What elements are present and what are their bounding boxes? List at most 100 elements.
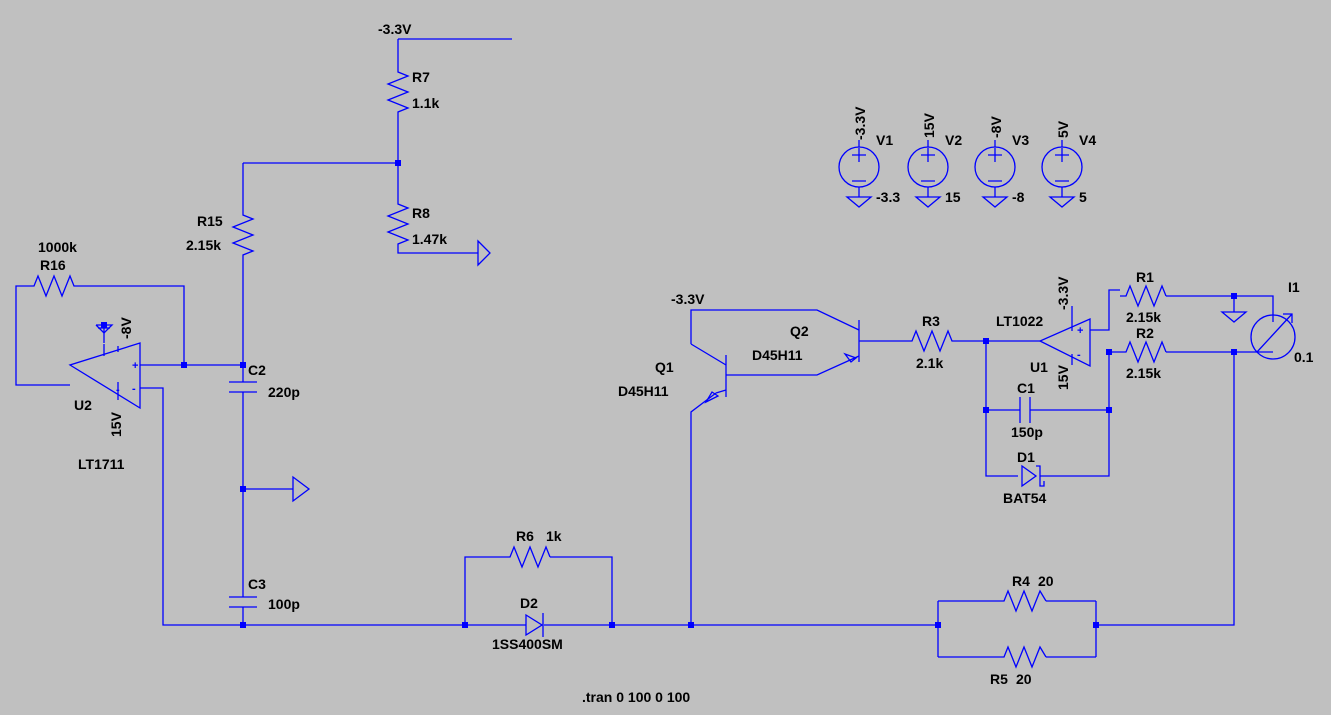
q2-value: D45H11 (752, 347, 803, 363)
c1-value: 150p (1011, 424, 1043, 440)
v4-net: 5V (1055, 120, 1071, 138)
r16-value: 1000k (38, 239, 77, 255)
u2-name: U2 (74, 397, 92, 413)
r6-name: R6 (516, 528, 534, 544)
r15-value: 2.15k (186, 237, 221, 253)
v1-name: V1 (876, 132, 893, 148)
c2-name: C2 (248, 362, 266, 378)
v2-value: 15 (945, 189, 961, 205)
r7-value: 1.1k (412, 95, 439, 111)
r2-value: 2.15k (1126, 365, 1161, 381)
labels: -3.3V R7 1.1k R8 1.47k R15 2.15k 1000k R… (38, 21, 1314, 705)
r8-resistor[interactable] (386, 198, 410, 246)
q1-name: Q1 (655, 359, 674, 375)
d1-diode[interactable] (1021, 464, 1045, 488)
ground-icons (292, 196, 1248, 503)
u2-comparator[interactable] (68, 324, 141, 410)
v3-value: -8 (1012, 189, 1025, 205)
d1-name: D1 (1017, 449, 1035, 465)
q1-value: D45H11 (618, 383, 669, 399)
c2-value: 220p (268, 384, 300, 400)
c3-name: C3 (248, 576, 266, 592)
r3-value: 2.1k (916, 355, 943, 371)
ground-icon (981, 196, 1009, 208)
ground-icon (292, 475, 311, 503)
r7-resistor[interactable] (386, 66, 410, 114)
u1-net-vcc: 15V (1055, 364, 1071, 390)
u2-minus-pin: - (132, 383, 136, 395)
ground-icon (845, 196, 873, 208)
r6-value: 1k (546, 528, 562, 544)
net-label-vee-q: -3.3V (671, 291, 705, 307)
u1-name: U1 (1030, 359, 1048, 375)
v3-name: V3 (1012, 132, 1029, 148)
q2-transistor[interactable] (843, 320, 860, 363)
u2-net-v8: -8V (118, 317, 134, 339)
r4-value: 20 (1038, 573, 1054, 589)
u2-net-vcc: 15V (108, 411, 124, 437)
v4-value: 5 (1079, 189, 1087, 205)
v2-source[interactable] (907, 140, 949, 197)
d2-diode[interactable] (525, 613, 544, 637)
v2-name: V2 (945, 132, 962, 148)
v4-source[interactable] (1041, 140, 1083, 197)
i1-value: 0.1 (1294, 349, 1314, 365)
r5-name: R5 (990, 671, 1008, 687)
c2-capacitor[interactable] (229, 381, 257, 393)
ground-icon (1220, 311, 1248, 323)
spice-directive: .tran 0 100 0 100 (582, 689, 690, 705)
v1-value: -3.3 (876, 189, 900, 205)
c1-capacitor[interactable] (1019, 397, 1031, 423)
d2-name: D2 (520, 595, 538, 611)
r1-resistor[interactable] (1120, 284, 1167, 308)
r16-resistor[interactable] (28, 274, 76, 298)
i1-name: I1 (1288, 279, 1300, 295)
v3-source[interactable] (974, 140, 1016, 197)
r4-resistor[interactable] (998, 589, 1047, 613)
v2-net: 15V (921, 112, 937, 138)
ground-icon (1048, 196, 1076, 208)
i1-current-source[interactable] (1250, 313, 1296, 360)
r3-resistor[interactable] (906, 329, 956, 353)
r4-name: R4 (1012, 573, 1030, 589)
v4-name: V4 (1079, 132, 1096, 148)
v3-net: -8V (988, 116, 1004, 138)
u1-net-vee: -3.3V (1055, 276, 1071, 310)
r2-resistor[interactable] (1120, 340, 1167, 364)
r6-resistor[interactable] (504, 545, 551, 569)
junctions (101, 160, 1237, 628)
r15-resistor[interactable] (231, 209, 255, 257)
net-label-vee-top: -3.3V (378, 21, 412, 37)
u1-value: LT1022 (996, 313, 1043, 329)
r15-name: R15 (197, 213, 223, 229)
q1-transistor[interactable] (690, 312, 727, 404)
u2-minus-pin2: - (116, 384, 120, 396)
r8-name: R8 (412, 205, 430, 221)
r16-name: R16 (40, 257, 66, 273)
d2-value: 1SS400SM (492, 636, 563, 652)
ground-icon (914, 196, 942, 208)
r3-name: R3 (922, 313, 940, 329)
v1-source[interactable] (838, 140, 880, 197)
r1-value: 2.15k (1126, 309, 1161, 325)
c3-value: 100p (268, 596, 300, 612)
c3-capacitor[interactable] (229, 596, 257, 608)
r1-name: R1 (1136, 269, 1154, 285)
r7-name: R7 (412, 69, 430, 85)
u1-opamp[interactable] (1038, 306, 1091, 368)
r8-value: 1.47k (412, 231, 447, 247)
d1-value: BAT54 (1003, 490, 1047, 506)
c1-name: C1 (1017, 380, 1035, 396)
r2-name: R2 (1136, 325, 1154, 341)
r5-resistor[interactable] (998, 645, 1047, 669)
u1-minus-pin: - (1077, 349, 1081, 361)
u1-plus-pin: + (1077, 325, 1083, 337)
u2-plus-pin: + (132, 360, 138, 372)
r5-value: 20 (1016, 671, 1032, 687)
u2-value: LT1711 (78, 456, 125, 472)
v1-net: -3.3V (852, 106, 868, 140)
q2-name: Q2 (790, 323, 809, 339)
ground-icon (477, 239, 491, 267)
